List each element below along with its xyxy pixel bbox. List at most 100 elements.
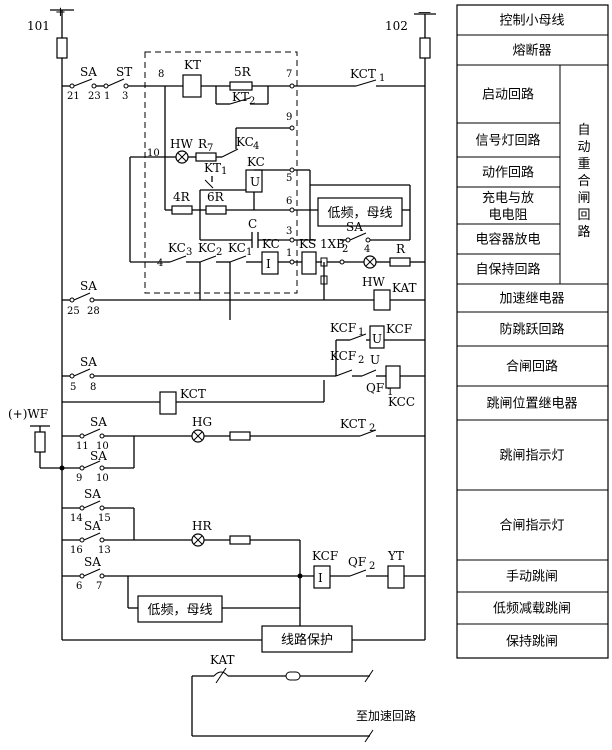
table-row-action: 动作回路 [482,165,534,181]
table-row-close-lamp: 合闸指示灯 [499,519,564,534]
kc2-sub: 2 [216,247,222,258]
qf2-label: QF [348,555,366,569]
sa-contact-10b: 10 [96,473,109,484]
sa-contact-6: 6 [76,581,82,592]
kcf-label-trip: KCF [312,549,338,563]
kc-label-2: KC [262,237,280,251]
r4-label: 4R [173,190,191,204]
relay-enclosure [144,51,298,294]
plus-sign: + [55,5,66,20]
kc3-sub: 3 [186,247,192,258]
sa-label-start: SA [80,65,97,79]
node-9: 9 [286,112,292,123]
to-accel-circuit-label: 至加速回路 [356,708,416,723]
kct-label: KCT [180,387,206,401]
node-7: 7 [286,69,292,80]
capacitor-c-label: C [248,217,257,231]
kat2-label: KAT [210,653,235,667]
accel-link [285,671,301,681]
kcf-i-label: I [318,571,323,585]
terminal-102: 102 [385,19,408,33]
sa-label-close-ind-2: SA [84,519,101,533]
kc1-label: KC [228,241,246,255]
ks-label: KS [299,237,316,251]
kcc-coil [385,365,401,389]
table-row-trip-pos: 跳闸位置继电器 [486,397,577,412]
table-row-charge: 充电与放电电阻 [482,190,534,223]
node-3: 3 [286,226,292,237]
terminal-101: 101 [27,19,50,33]
kct-coil [159,391,177,415]
kcc-label: KCC [388,395,415,409]
table-row-fuse: 熔断器 [512,44,551,59]
kcf1-sub: 1 [358,327,364,338]
kcf2-sub: 2 [358,355,364,366]
table-row-close: 合闸回路 [506,359,558,375]
function-table [456,4,609,659]
qf2-sub: 2 [369,561,375,572]
kcf1-label: KCF [330,321,356,335]
r-label: R [396,242,406,256]
table-row-start: 启动回路 [482,87,534,103]
table-row-accel-relay: 加速继电器 [499,292,564,307]
yt-coil [387,565,405,589]
low-freq-bus-box-1 [317,197,403,227]
node-6: 6 [286,196,292,207]
sa-label-close-ind: SA [84,487,101,501]
node-4: 4 [157,258,163,269]
kcf2-label: KCF [330,349,356,363]
table-row-manual-trip: 手动跳闸 [506,570,558,585]
table-row-self-hold: 自保持回路 [475,262,540,278]
node-1: 1 [286,248,292,259]
resistor-4r [171,205,193,215]
wf-fuse [34,431,46,453]
low-freq-bus-box-2 [137,595,223,623]
table-row-anti-jump: 防跳跃回路 [499,322,564,338]
kcf-label: KCF [386,322,412,336]
sa-label-manual-trip: SA [84,555,101,569]
sa-contact-4: 4 [364,244,370,255]
line-protection-box [261,625,353,653]
kt1-sub: 1 [221,166,227,177]
kt1-label: KT [204,161,221,175]
r6-label: 6R [207,190,225,204]
resistor-r [389,257,411,267]
hr-label: HR [192,519,212,533]
kct1-label: KCT [350,67,376,81]
kt2-label: KT [232,90,249,104]
kct2-sub: 2 [369,423,375,434]
u2-label: U [370,353,380,367]
kc3-label: KC [168,241,186,255]
resistor-6r [205,205,227,215]
kat-label: KAT [392,281,417,295]
kc2-label: KC [198,241,216,255]
sa-contact-7: 7 [96,581,102,592]
hg-label: HG [192,415,212,429]
kt2-sub: 2 [249,96,255,107]
r5-label: 5R [234,65,252,79]
resistor-r7 [195,152,217,162]
table-row-cap-discharge: 电容器放电 [475,232,540,248]
sa-contact-10a: 10 [96,441,109,452]
node-8: 8 [158,69,164,80]
resistor-5r [229,81,253,91]
kcf-u-coil [369,325,385,349]
ks-relay [301,251,317,275]
sa-label-close: SA [80,355,97,369]
r7-sub: 7 [207,143,213,154]
qf1-label: QF [366,381,384,395]
kcf-i-coil [313,565,331,589]
kc-u-label: U [250,175,260,189]
sa-contact-2: 2 [342,244,348,255]
negative-bus [414,13,436,640]
kc-label: KC [247,155,265,169]
positive-bus [50,9,74,640]
kt-coil [182,74,202,98]
node-5: 5 [286,173,292,184]
kc-i-label: I [266,257,271,271]
sa-label-trip-ind-2: SA [90,449,107,463]
hw2-label: HW [362,275,385,289]
line-protection-label: 线路保护 [281,632,333,648]
xb-label: 1XB [320,237,345,251]
